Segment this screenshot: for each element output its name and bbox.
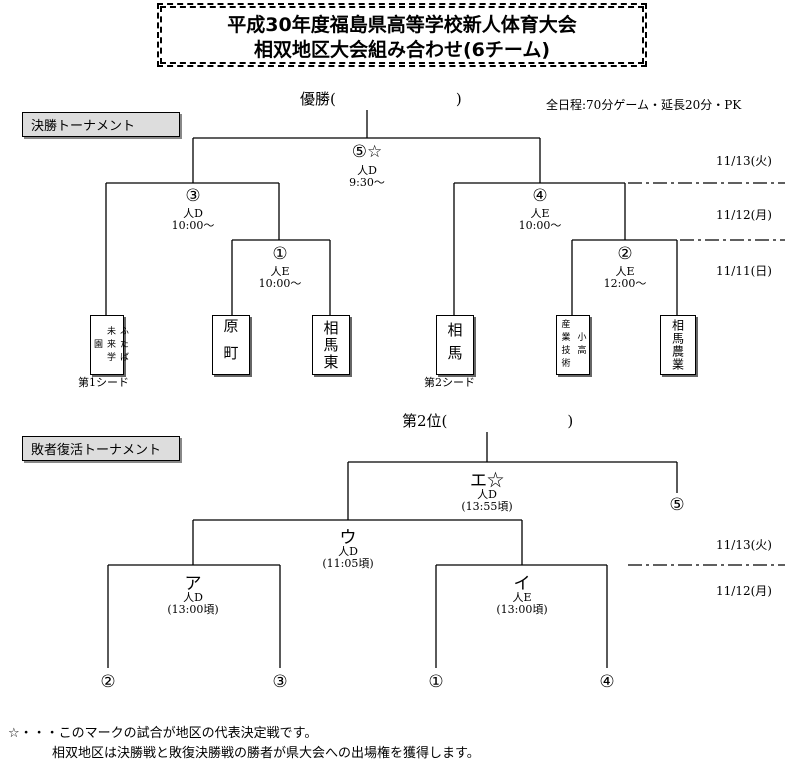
team-haramachi-label: 原町 [221,318,240,372]
winner-label: 優勝( ) [300,90,462,108]
matchU-time: (11:05頃) [322,557,374,570]
match5-time: 9:30〜 [349,176,385,189]
date-1112: 11/12(月) [716,208,772,222]
title-box: 平成30年度福島県高等学校新人体育大会 相双地区大会組み合わせ(6チーム) [157,3,647,67]
team-soma-label: 相馬 [445,322,464,368]
slot-1: ① [428,672,444,692]
team-sosho-b: 産業技術 [559,319,570,371]
footnote-line1: ☆・・・このマークの試合が地区の代表決定戦です。 [8,726,318,741]
team-soma-higashi: 相馬東 [312,315,350,375]
team-haramachi: 原町 [212,315,250,375]
section-consolation: 敗者復活トーナメント [22,436,180,461]
team-sosho-a: 小高 [575,332,586,358]
matchE-court: 人D [477,488,497,501]
match4-time: 10:00〜 [518,219,562,232]
matchA-num: ア [184,574,202,594]
team-futaba-c: 園 [92,338,102,352]
date-1113-b: 11/13(火) [716,538,772,552]
matchU-num: ウ [339,528,357,548]
seed2-label: 第2シード [424,376,475,389]
team-futaba-b: 未来学 [105,325,115,365]
matchE-time: (13:55頃) [461,500,513,513]
team-futaba: ふたば 未来学 園 [90,315,128,375]
matchE-num: エ☆ [470,471,504,491]
team-sosho: 小高 産業技術 [556,315,590,375]
slot5: ⑤ [669,495,685,515]
title-line2: 相双地区大会組み合わせ(6チーム) [253,39,551,61]
match4-num: ④ [532,186,548,206]
match1-time: 10:00〜 [258,277,302,290]
section-final: 決勝トーナメント [22,112,180,137]
slot-3: ③ [272,672,288,692]
team-soma-nogyo: 相馬農業 [660,315,696,375]
matchI-time: (13:00頃) [496,603,548,616]
match3-court: 人D [183,207,203,220]
match4-court: 人E [530,207,550,220]
slot-4: ④ [599,672,615,692]
match1-num: ① [272,244,288,264]
rules-text: 全日程:70分ゲーム・延長20分・PK [546,98,742,112]
matchA-court: 人D [183,591,203,604]
matchU-court: 人D [338,545,358,558]
date-1111: 11/11(日) [716,264,772,278]
date-1113: 11/13(火) [716,154,772,168]
second-label: 第2位( ) [402,412,574,430]
match2-time: 12:00〜 [603,277,647,290]
match3-num: ③ [185,186,201,206]
match5-court: 人D [357,164,377,177]
team-soma-higashi-label: 相馬東 [321,319,340,371]
matchA-time: (13:00頃) [167,603,219,616]
match5-num: ⑤☆ [351,142,383,162]
matchI-court: 人E [512,591,532,604]
match2-num: ② [617,244,633,264]
match3-time: 10:00〜 [171,219,215,232]
team-soma-nogyo-label: 相馬農業 [670,319,685,371]
match2-court: 人E [615,265,635,278]
footnote-line2: 相双地区は決勝戦と敗復決勝戦の勝者が県大会への出場権を獲得します。 [52,746,480,761]
matchI-num: イ [513,574,531,594]
title-line1: 平成30年度福島県高等学校新人体育大会 [227,14,577,36]
team-futaba-a: ふたば [118,325,128,365]
match1-court: 人E [270,265,290,278]
date-1112-b: 11/12(月) [716,584,772,598]
seed1-label: 第1シード [78,376,129,389]
team-soma: 相馬 [436,315,474,375]
slot-2: ② [100,672,116,692]
